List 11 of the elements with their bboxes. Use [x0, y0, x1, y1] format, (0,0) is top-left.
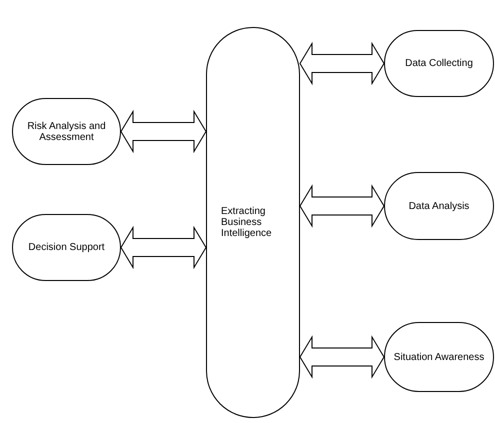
double-block-arrow — [120, 110, 207, 154]
node-label: Data Collecting — [404, 58, 474, 69]
double-block-arrow — [299, 335, 385, 379]
double-block-arrow — [299, 184, 385, 228]
node-label: Situation Awareness — [392, 352, 486, 362]
double-block-arrow — [120, 226, 207, 270]
node-label: Decision Support — [27, 242, 106, 253]
node-label: Risk Analysis and Assessment — [26, 120, 107, 142]
node-label: Extracting Business Intelligence — [220, 206, 273, 239]
node-label: Data Analysis — [408, 200, 470, 212]
double-block-arrow — [299, 42, 385, 86]
